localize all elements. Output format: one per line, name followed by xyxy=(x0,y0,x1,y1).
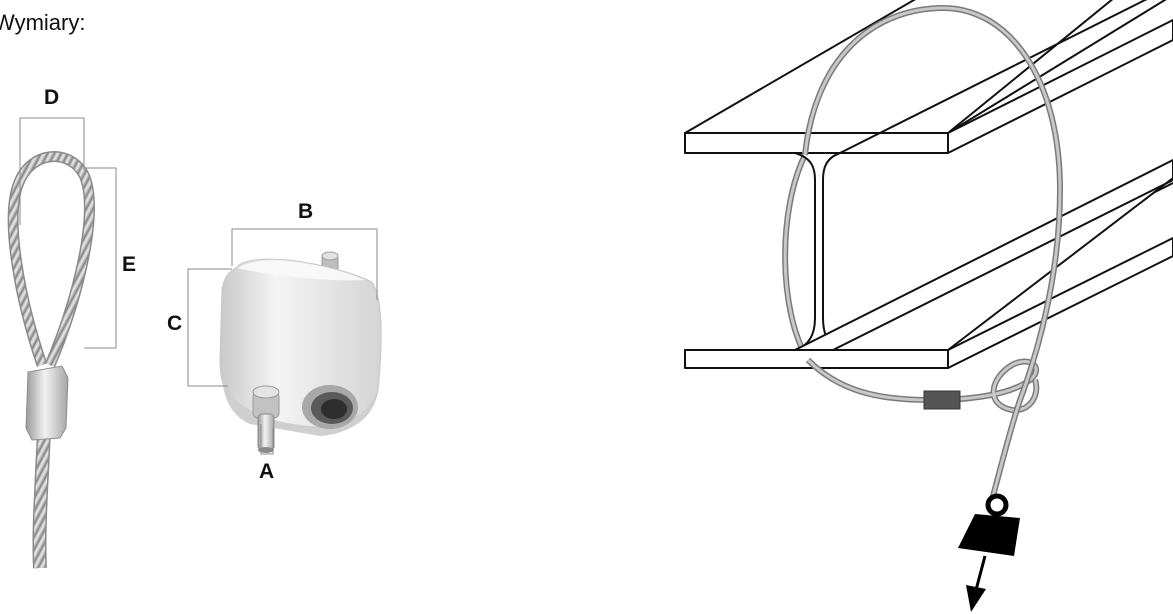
dimension-label-a: A xyxy=(259,460,275,483)
weight-icon xyxy=(958,493,1020,556)
dimension-label-d: D xyxy=(44,86,60,109)
ferrule-small xyxy=(923,390,961,410)
i-beam-icon xyxy=(684,0,1173,369)
heading: Wymiary: xyxy=(0,10,86,35)
dimension-lines-gripper xyxy=(187,228,378,455)
ferrule xyxy=(25,365,69,441)
dimension-label-e: E xyxy=(122,253,137,276)
dimension-label-b: B xyxy=(298,200,314,223)
down-arrow-icon xyxy=(966,555,987,612)
cable-gripper-icon xyxy=(219,251,382,453)
cable-loop-icon xyxy=(7,151,95,569)
dimension-label-c: C xyxy=(167,312,183,335)
dimension-lines-loop xyxy=(19,117,117,349)
wrapped-cable xyxy=(802,4,1064,501)
